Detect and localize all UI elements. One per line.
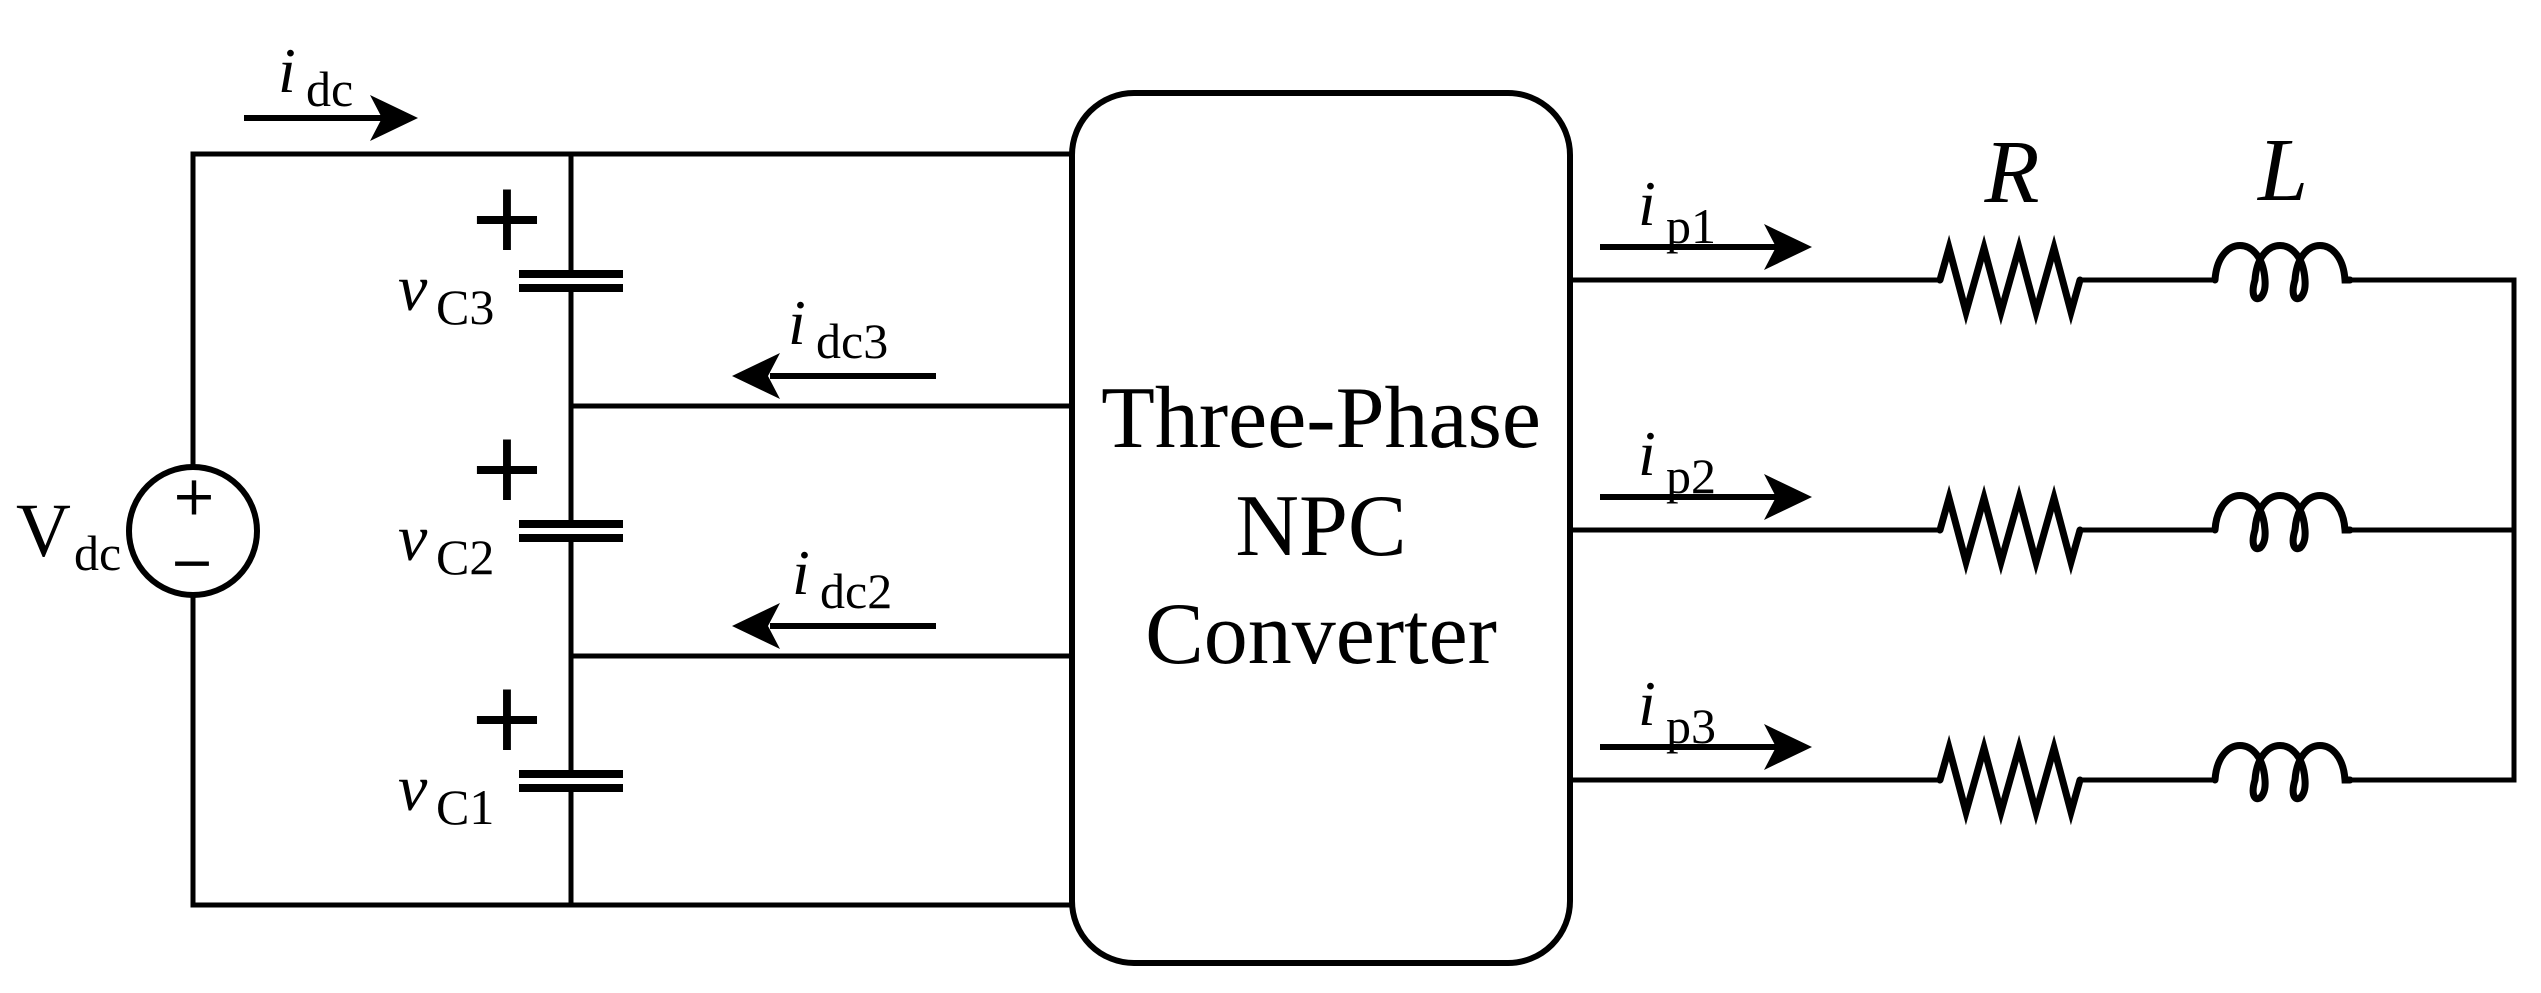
c3-label: v bbox=[398, 252, 428, 325]
converter-label-line2: NPC bbox=[1235, 478, 1406, 575]
resistor-label: R bbox=[1984, 123, 2040, 222]
npc-converter-block: Three-Phase NPC Converter bbox=[1069, 90, 1573, 966]
c3-label-subscript: C3 bbox=[436, 279, 494, 335]
idc-current-annotation: i dc bbox=[244, 35, 418, 141]
source-plus-sign: + bbox=[171, 465, 216, 528]
idc-arrow-head-icon bbox=[370, 95, 418, 141]
converter-label-line3: Converter bbox=[1145, 586, 1497, 683]
capacitor-c2: + v C2 bbox=[398, 411, 623, 585]
ip3-label: i bbox=[1638, 668, 1656, 739]
phase-2-branch: i p2 bbox=[1567, 418, 2517, 576]
phase2-inductor-icon bbox=[2211, 492, 2354, 553]
phase-1-branch: i p1 R L bbox=[1567, 121, 2517, 326]
idc2-label-subscript: dc2 bbox=[820, 563, 892, 619]
phase1-resistor-icon bbox=[1936, 234, 2084, 326]
dc-bus bbox=[190, 151, 1083, 908]
idc2-label: i bbox=[792, 537, 810, 608]
idc2-current-annotation: i dc2 bbox=[732, 537, 936, 649]
ip1-label: i bbox=[1638, 168, 1656, 239]
phase2-resistor-icon bbox=[1936, 484, 2084, 576]
ip1-arrow-head-icon bbox=[1764, 224, 1812, 270]
idc3-label-subscript: dc3 bbox=[816, 313, 888, 369]
c2-plus-sign: + bbox=[467, 411, 547, 523]
idc3-current-annotation: i dc3 bbox=[732, 287, 936, 399]
c2-label: v bbox=[398, 502, 428, 575]
inductor-label: L bbox=[2256, 121, 2308, 220]
dc-voltage-source: + − V dc bbox=[16, 151, 260, 908]
c2-label-subscript: C2 bbox=[436, 529, 494, 585]
c1-label-subscript: C1 bbox=[436, 779, 494, 835]
source-minus-sign: − bbox=[169, 531, 214, 594]
source-label-subscript: dc bbox=[74, 525, 121, 581]
converter-label-line1: Three-Phase bbox=[1101, 370, 1541, 467]
c1-plus-sign: + bbox=[467, 661, 547, 773]
capacitor-c1: + v C1 bbox=[398, 661, 623, 835]
idc-label: i bbox=[278, 35, 296, 106]
phase3-inductor-icon bbox=[2211, 742, 2354, 803]
phase1-inductor-icon bbox=[2211, 242, 2354, 303]
phase-3-branch: i p3 bbox=[1567, 668, 2517, 826]
ip2-arrow-head-icon bbox=[1764, 474, 1812, 520]
phase3-resistor-icon bbox=[1936, 734, 2084, 826]
c1-label: v bbox=[398, 752, 428, 825]
idc2-arrow-head-icon bbox=[732, 603, 780, 649]
ip3-arrow-head-icon bbox=[1764, 724, 1812, 770]
idc3-label: i bbox=[788, 287, 806, 358]
idc3-arrow-head-icon bbox=[732, 353, 780, 399]
source-label: V bbox=[16, 489, 71, 573]
capacitor-c3: + v C3 bbox=[398, 161, 623, 335]
ip2-label: i bbox=[1638, 418, 1656, 489]
ip3-label-subscript: p3 bbox=[1666, 698, 1716, 754]
ip2-label-subscript: p2 bbox=[1666, 448, 1716, 504]
idc-label-subscript: dc bbox=[306, 61, 353, 117]
c3-plus-sign: + bbox=[467, 161, 547, 273]
ip1-label-subscript: p1 bbox=[1666, 198, 1716, 254]
